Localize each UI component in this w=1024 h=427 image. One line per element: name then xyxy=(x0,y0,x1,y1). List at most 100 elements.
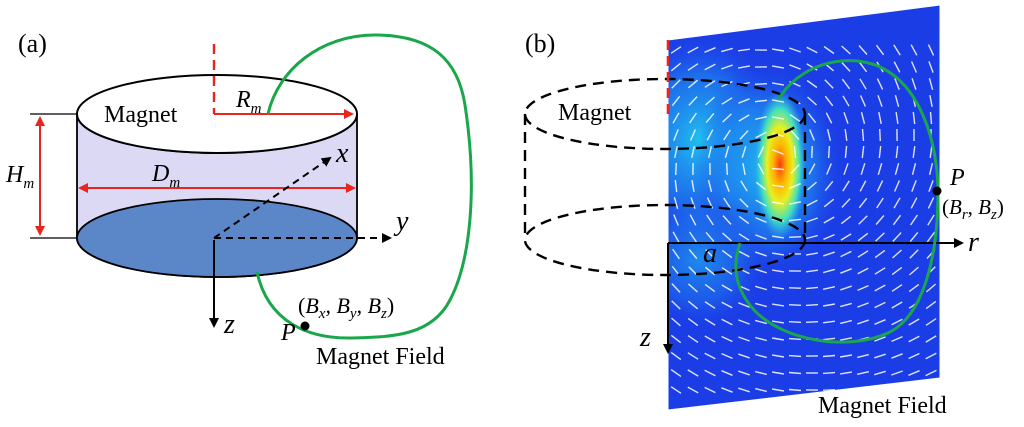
field-vector-arrow xyxy=(908,318,920,326)
field-vector-arrow xyxy=(861,145,865,159)
field-vector-arrow xyxy=(689,129,697,141)
field-vector-arrow xyxy=(877,95,883,107)
field-vector-arrow xyxy=(844,129,848,141)
field-vector-arrow xyxy=(755,302,767,308)
field-vector-arrow xyxy=(874,249,886,259)
field-vector-arrow xyxy=(839,354,853,358)
field-vector-arrow xyxy=(857,284,869,292)
panel-b-label: (b) xyxy=(525,29,555,58)
field-vector-arrow xyxy=(928,61,934,73)
field-vector-arrow xyxy=(672,112,680,124)
field-vector-arrow xyxy=(738,114,750,122)
field-vector-arrow xyxy=(672,248,680,260)
field-vector-arrow xyxy=(721,249,733,259)
field-vector-arrow xyxy=(875,44,885,56)
field-vector-arrow xyxy=(823,216,835,224)
field-vector-arrow xyxy=(687,352,699,360)
field-vector-arrow xyxy=(687,63,699,71)
field-vector-arrow xyxy=(844,145,848,159)
field-vector-arrow xyxy=(771,269,785,273)
field-vector-arrow xyxy=(840,233,852,241)
field-vector-arrow xyxy=(807,96,817,106)
field-vector-arrow xyxy=(755,387,767,393)
field-vector-arrow xyxy=(822,303,836,307)
magnet-label-b: Magnet xyxy=(558,100,632,126)
magnet-dashed-cylinder xyxy=(523,77,807,277)
field-vector-arrow xyxy=(705,112,715,124)
z-axis-label-b: z xyxy=(639,322,651,353)
field-vector-arrow xyxy=(857,319,869,325)
field-vector-arrow xyxy=(806,269,818,273)
field-vector-arrow xyxy=(755,268,767,274)
field-label-b: Magnet Field xyxy=(818,393,947,419)
field-vector-arrow xyxy=(687,369,699,377)
field-vector-arrow xyxy=(704,266,716,276)
field-vector-arrow xyxy=(722,232,732,242)
field-vector-arrow xyxy=(823,251,835,257)
field-vector-arrow xyxy=(806,79,818,89)
field-vector-arrow xyxy=(671,317,681,327)
field-vector-arrow xyxy=(893,61,901,73)
field-vector-arrow xyxy=(843,112,849,124)
field-vector-arrow xyxy=(823,198,835,208)
field-vector-arrow xyxy=(878,145,882,159)
field-vector-arrow xyxy=(687,79,699,89)
field-vector-arrow xyxy=(891,284,903,292)
field-vector-arrow xyxy=(875,232,885,242)
field-vector-arrow xyxy=(687,386,699,394)
radius-label: Rm xyxy=(235,87,262,117)
field-vector-arrow xyxy=(874,336,886,342)
field-vector-arrow xyxy=(809,129,815,141)
field-vector-arrow xyxy=(892,214,902,226)
field-vector-arrow xyxy=(807,181,817,191)
field-vector-arrow xyxy=(893,197,901,209)
field-vector-arrow xyxy=(691,145,695,159)
field-vector-arrow xyxy=(908,352,920,360)
field-vector-arrow xyxy=(741,146,747,158)
field-vector-arrow xyxy=(877,163,883,175)
field-vector-arrow xyxy=(706,214,714,226)
field-vector-arrow xyxy=(789,47,801,53)
field-vector-arrow xyxy=(839,337,853,341)
field-vector-arrow xyxy=(771,320,785,324)
field-vector-arrow xyxy=(805,303,819,307)
field-vector-arrow xyxy=(876,78,884,90)
field-vector-arrow xyxy=(925,369,937,377)
field-vector-arrow xyxy=(860,112,866,124)
field-vector-arrow xyxy=(894,78,900,90)
field-vector-arrow xyxy=(721,318,733,326)
field-vector-arrow xyxy=(738,98,750,104)
field-vector-arrow xyxy=(909,249,919,259)
panel-a-label: (a) xyxy=(18,29,47,58)
field-vector-arrow xyxy=(891,370,903,376)
field-vector-arrow xyxy=(925,352,937,360)
field-vector-arrow xyxy=(673,197,679,209)
field-vector-arrow xyxy=(755,319,767,325)
field-vector-arrow xyxy=(688,96,698,106)
field-vector-arrow xyxy=(755,131,767,139)
field-vector-arrow xyxy=(722,113,732,123)
field-vector-arrow xyxy=(738,387,750,393)
z-axis-label: z xyxy=(223,309,235,340)
field-vector-arrow xyxy=(841,45,851,55)
field-vector-arrow xyxy=(771,201,785,205)
field-vector-arrow xyxy=(874,284,886,292)
field-vector-arrow xyxy=(670,62,682,72)
field-vector-arrow xyxy=(738,336,750,342)
field-vector-arrows xyxy=(670,44,937,394)
field-vector-arrow xyxy=(689,214,697,226)
field-vector-arrow xyxy=(671,79,681,89)
field-vector-arrow xyxy=(704,369,716,377)
point-p-label-a: P xyxy=(280,320,296,346)
field-vector-arrow xyxy=(704,47,716,53)
panel-a: (a) Magnet Rm Hm D xyxy=(5,29,473,370)
field-vector-arrow xyxy=(823,268,835,274)
field-vector-arrow xyxy=(738,319,750,325)
field-vector-arrow xyxy=(891,301,903,309)
field-vector-arrow xyxy=(929,111,933,125)
field-vector-arrow xyxy=(928,163,934,175)
field-vector-arrow xyxy=(876,180,884,192)
field-vector-arrow xyxy=(687,317,699,327)
field-vector-arrow xyxy=(840,268,852,274)
field-vector-arrow xyxy=(874,370,886,376)
